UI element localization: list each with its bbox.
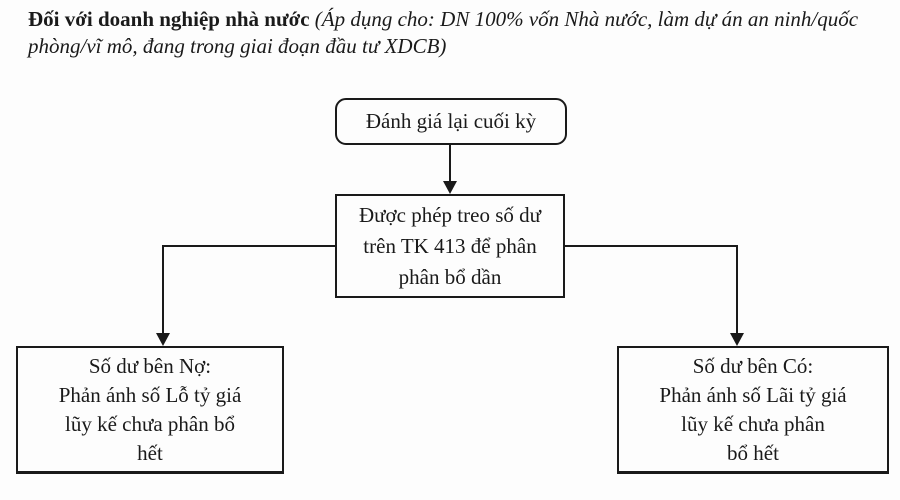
arrow-down-icon [443, 181, 457, 194]
connector-middle-to-left-vertical [162, 245, 164, 335]
node-tk413-suspense-label: Được phép treo số dư trên TK 413 để phân… [359, 202, 541, 289]
connector-middle-to-right-vertical [736, 245, 738, 335]
connector-top-to-middle-line [449, 145, 451, 182]
node-debit-balance-label: Số dư bên Nợ: Phản ánh số Lỗ tỷ giá lũy … [58, 353, 242, 465]
arrow-down-icon [730, 333, 744, 346]
title-bold-text: Đối với doanh nghiệp nhà nước [28, 7, 310, 31]
title-italic-text: (Áp dụng cho: DN 100% vốn Nhà nước, làm … [28, 7, 859, 58]
page-title: Đối với doanh nghiệp nhà nước (Áp dụng c… [28, 6, 880, 60]
arrow-down-icon [156, 333, 170, 346]
node-debit-balance: Số dư bên Nợ: Phản ánh số Lỗ tỷ giá lũy … [16, 346, 284, 474]
connector-middle-to-right-horizontal [563, 245, 738, 247]
node-credit-balance: Số dư bên Có: Phản ánh số Lãi tỷ giá lũy… [617, 346, 889, 474]
node-period-end-revaluation: Đánh giá lại cuối kỳ [335, 98, 567, 145]
node-period-end-revaluation-label: Đánh giá lại cuối kỳ [365, 109, 537, 133]
node-tk413-suspense: Được phép treo số dư trên TK 413 để phân… [335, 194, 565, 298]
connector-middle-to-left-horizontal [162, 245, 337, 247]
node-credit-balance-label: Số dư bên Có: Phản ánh số Lãi tỷ giá lũy… [659, 353, 847, 465]
